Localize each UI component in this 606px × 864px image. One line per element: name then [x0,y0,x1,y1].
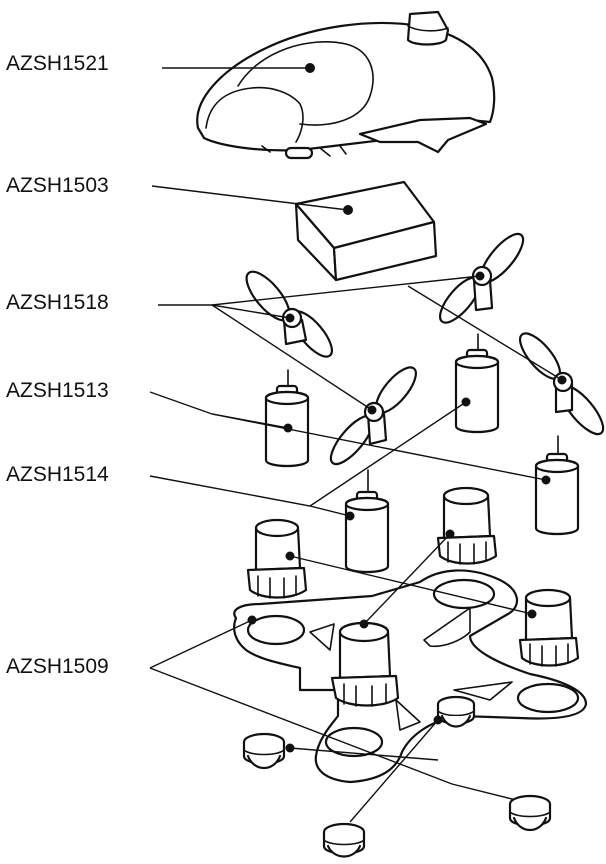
callout-dot [286,314,295,323]
callout-dot [368,406,377,415]
part-label-motors-a: AZSH1513 [6,379,109,402]
callout-dot [558,376,567,385]
callout-dot [542,476,551,485]
foot-2 [438,697,474,727]
leader-motor-b1 [150,476,350,516]
part-label-frame: AZSH1509 [6,655,109,678]
motor-mount-3 [520,590,578,666]
callout-dot [476,272,485,281]
motor-2 [456,334,498,432]
motor-mount-1 [248,520,306,598]
foot-3 [510,796,550,830]
leader-battery [152,186,348,210]
motor-mount-2 [438,488,496,564]
motor-3 [346,470,388,572]
callout-dot [305,63,315,73]
part-label-motors-b: AZSH1514 [6,463,109,486]
callout-dot [346,512,355,521]
motor-4 [536,436,578,534]
leader-frame-a [150,620,252,668]
callout-dot [284,424,293,433]
propeller-3 [324,361,422,470]
part-label-canopy: AZSH1521 [6,52,109,75]
foot-4 [324,824,364,857]
foot-1 [244,734,284,768]
motor-mount-4 [332,623,398,706]
canopy-part [197,12,494,158]
callout-dot [434,716,443,725]
callout-dot [360,620,369,629]
part-label-propellers: AZSH1518 [6,291,109,314]
callout-dot [446,530,455,539]
callout-dot [248,616,257,625]
battery-part [296,182,436,280]
callout-dot [462,398,471,407]
callout-dot [286,744,295,753]
callout-dot [343,205,353,215]
part-label-battery: AZSH1503 [6,174,109,197]
motor-1 [266,370,308,466]
callout-dot [286,552,295,561]
callout-dot [528,610,537,619]
